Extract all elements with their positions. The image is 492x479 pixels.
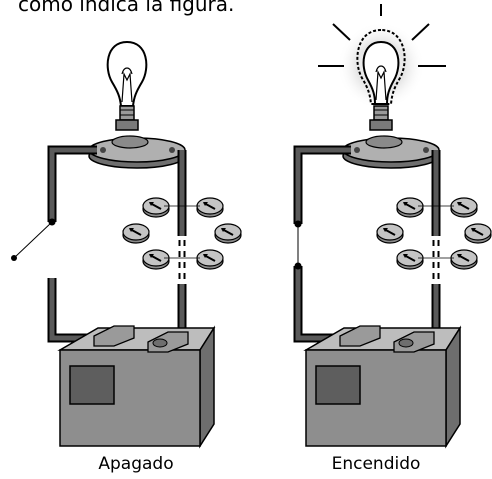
caption-line: como indica la figura. bbox=[18, 0, 235, 16]
battery bbox=[57, 325, 216, 449]
compass-needles bbox=[122, 197, 242, 270]
circuit-wires bbox=[293, 145, 441, 346]
panel-off bbox=[11, 40, 242, 449]
light-bulb-off bbox=[106, 40, 148, 131]
battery bbox=[303, 325, 462, 449]
label-off: Apagado bbox=[98, 454, 174, 474]
switch-open bbox=[11, 218, 56, 261]
switch-closed bbox=[294, 220, 302, 270]
bulb-socket bbox=[88, 135, 186, 169]
label-on: Encendido bbox=[331, 454, 421, 474]
circuit-wires bbox=[47, 145, 187, 346]
light-bulb-on bbox=[356, 28, 406, 131]
bulb-socket bbox=[342, 135, 440, 169]
caption-text: como indica la figura. bbox=[0, 0, 492, 22]
compass-needles bbox=[376, 197, 492, 270]
panel-on bbox=[293, 4, 492, 449]
